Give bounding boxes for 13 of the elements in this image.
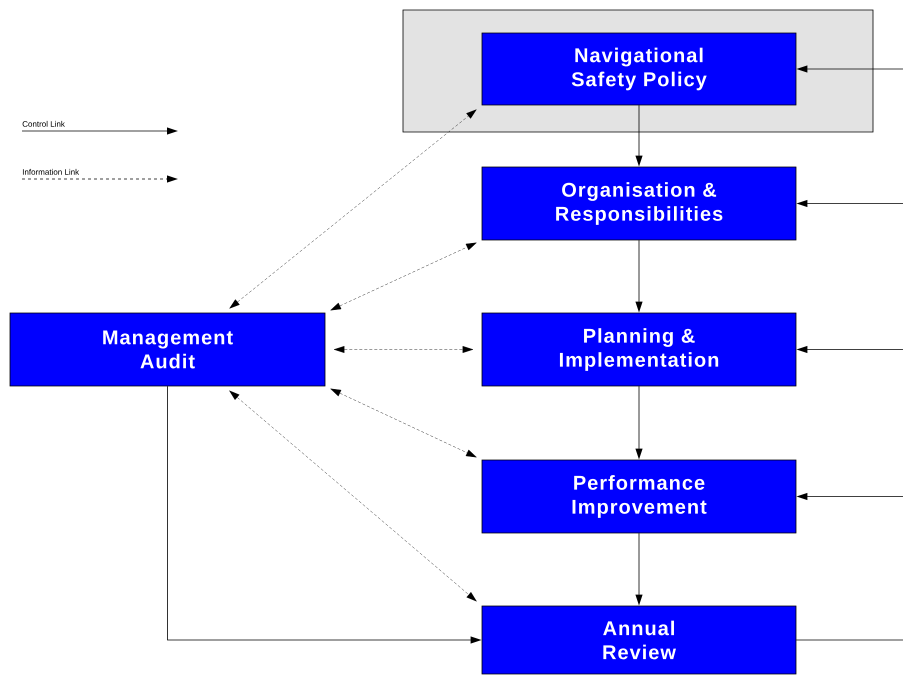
arrow [334, 346, 474, 353]
arrow [229, 109, 477, 309]
process-box: Management Audit [10, 312, 326, 386]
arrow [330, 242, 477, 310]
process-box: Annual Review [482, 606, 796, 674]
process-box: Planning & Implementation [482, 312, 796, 386]
legend-label: Information Link [22, 168, 80, 175]
process-box: Navigational Safety Policy [482, 32, 796, 106]
arrow [330, 388, 477, 458]
process-box: Performance Improvement [482, 460, 796, 534]
legend-label: Control Link [22, 120, 65, 127]
arrow [229, 390, 477, 602]
process-box: Organisation & Responsibilities [482, 166, 796, 240]
